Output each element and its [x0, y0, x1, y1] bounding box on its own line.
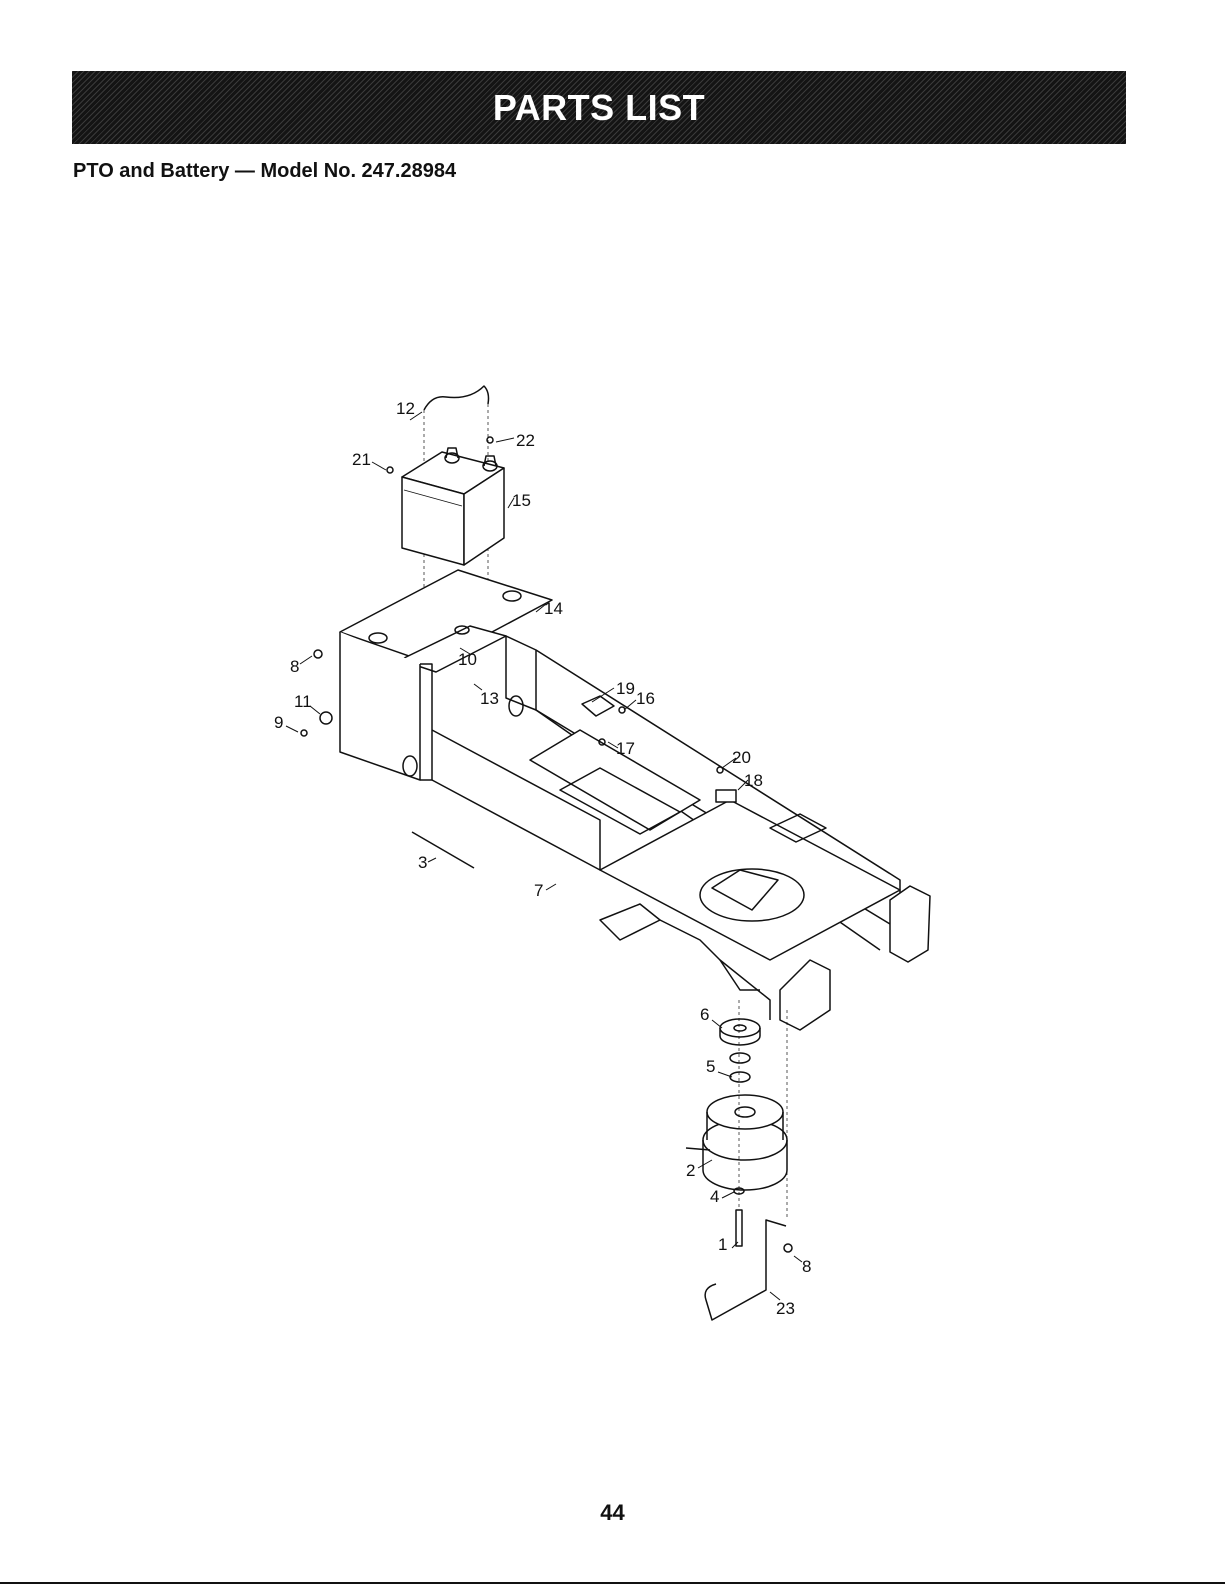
battery-hold-down-rod	[424, 386, 489, 410]
callout-17: 17	[616, 739, 635, 758]
callout-4: 4	[710, 1187, 719, 1206]
nut	[387, 467, 393, 473]
washer	[730, 1053, 750, 1063]
washer	[730, 1072, 750, 1082]
callout-2: 2	[686, 1161, 695, 1180]
callout-23: 23	[776, 1299, 795, 1318]
callout-13: 13	[480, 689, 499, 708]
callout-6: 6	[700, 1005, 709, 1024]
callout-12: 12	[396, 399, 415, 418]
callout-8: 8	[290, 657, 299, 676]
callout-5: 5	[706, 1057, 715, 1076]
pulley	[720, 1019, 760, 1045]
callout-7: 7	[534, 881, 543, 900]
callout-19: 19	[616, 679, 635, 698]
callout-1: 1	[718, 1235, 727, 1254]
callout-21: 21	[352, 450, 371, 469]
callout-3: 3	[418, 853, 427, 872]
callout-14: 14	[544, 599, 563, 618]
interlock-switch	[716, 790, 736, 802]
mower-frame	[340, 632, 930, 1030]
callout-11: 11	[294, 692, 312, 711]
callout-9: 9	[274, 713, 283, 732]
callout-20: 20	[732, 748, 751, 767]
spacer	[320, 712, 332, 724]
callout-22: 22	[516, 431, 535, 450]
callout-10: 10	[458, 650, 477, 669]
callout-18: 18	[744, 771, 763, 790]
bolt	[314, 650, 322, 658]
bolt	[301, 730, 307, 736]
pto-clutch	[686, 1095, 787, 1190]
callout-16: 16	[636, 689, 655, 708]
bottom-rule	[0, 1582, 1225, 1584]
bolt	[784, 1244, 792, 1252]
callout-15: 15	[512, 491, 531, 510]
battery	[402, 448, 504, 565]
page-number: 44	[0, 1500, 1225, 1526]
relay-bracket	[582, 696, 614, 716]
clutch-bolt	[736, 1210, 742, 1246]
callout-8: 8	[802, 1257, 811, 1276]
